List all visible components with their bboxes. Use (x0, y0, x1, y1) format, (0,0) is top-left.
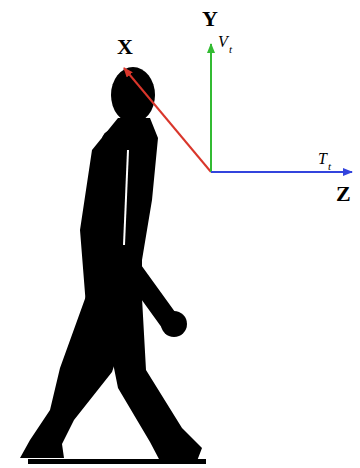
subscript: t (328, 161, 331, 172)
axis-label: X (117, 36, 133, 58)
person-silhouette (20, 67, 206, 464)
y-axis-arrow (210, 44, 212, 172)
x-axis-arrow (124, 68, 211, 172)
axis-label: Z (336, 183, 351, 205)
direction-symbol: T (318, 151, 327, 167)
subscript: t (229, 44, 232, 55)
velocity-symbol: V (218, 34, 228, 50)
axis-label: Y (202, 8, 218, 30)
